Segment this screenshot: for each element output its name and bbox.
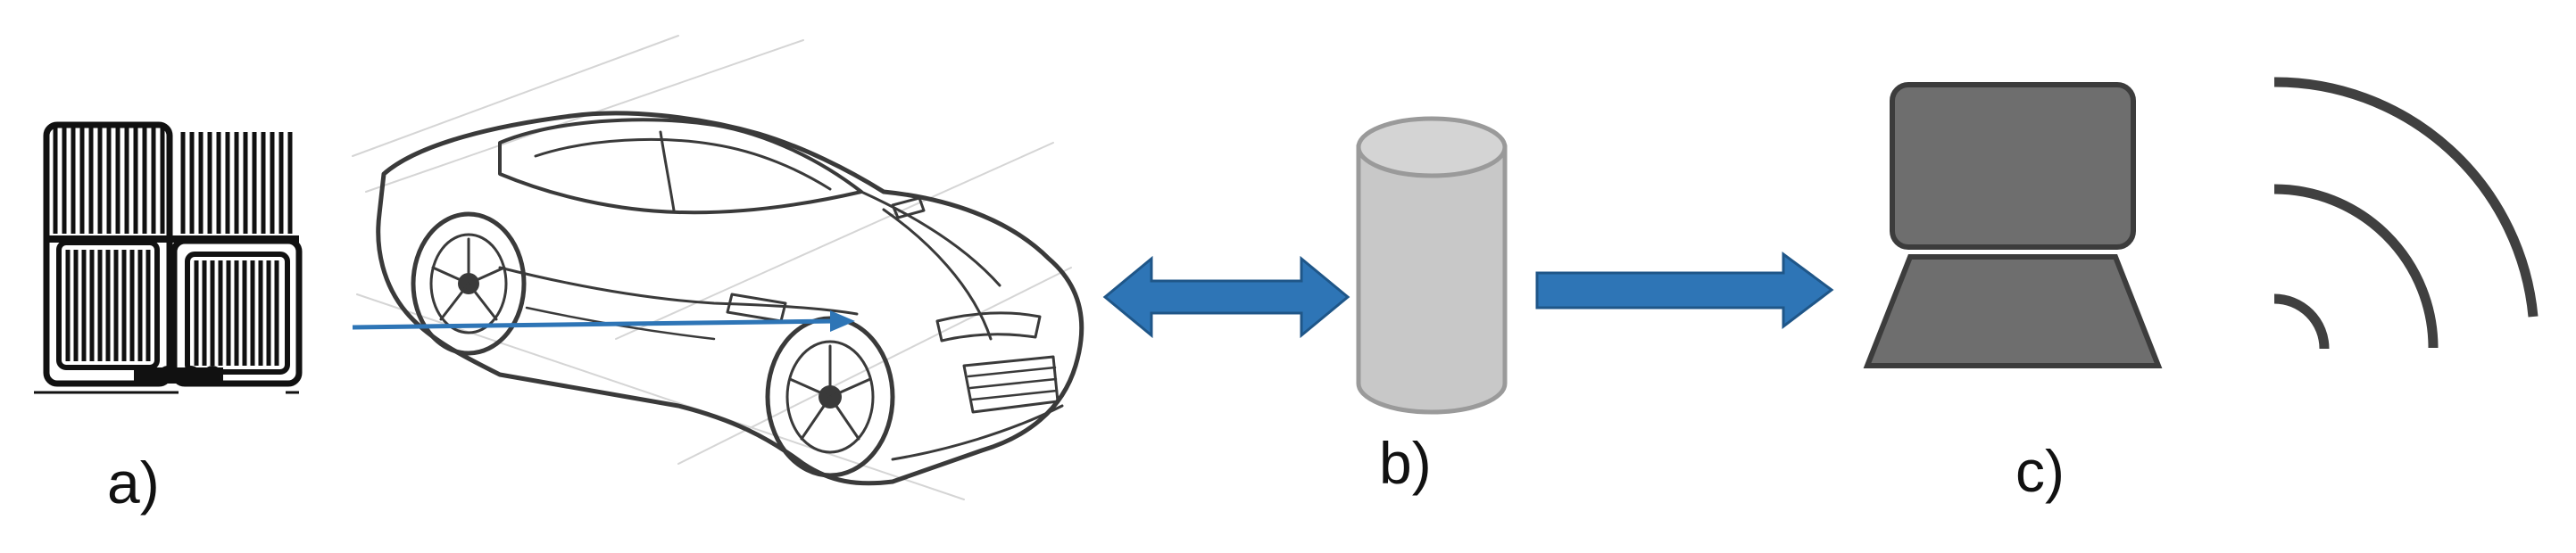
sensor-placement-arrow bbox=[352, 310, 855, 332]
cylinder-database-icon bbox=[1356, 116, 1508, 415]
panel-label-c: c) bbox=[2015, 438, 2065, 504]
panel-label-b: b) bbox=[1379, 430, 1432, 496]
right-arrow-icon bbox=[1535, 252, 1834, 330]
bidirectional-arrow-icon bbox=[1102, 255, 1350, 339]
car-sketch-icon bbox=[352, 35, 1084, 500]
laptop-icon bbox=[1863, 82, 2163, 368]
wireless-signal-icon bbox=[2273, 77, 2539, 350]
strain-gauge-sensor-icon bbox=[34, 121, 303, 394]
panel-label-a: a) bbox=[107, 450, 160, 516]
